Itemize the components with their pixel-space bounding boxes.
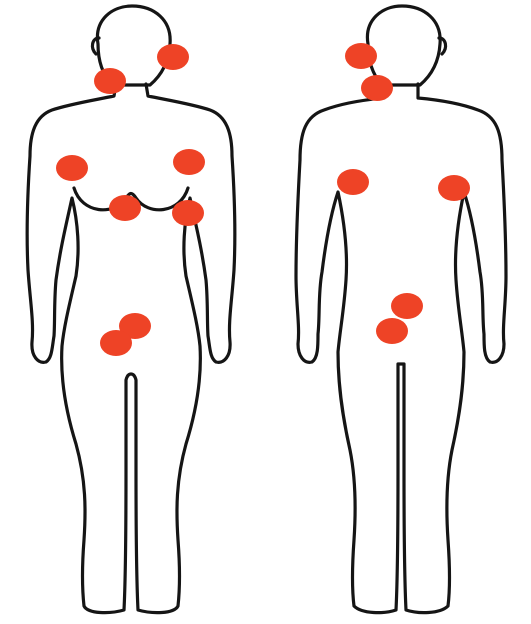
marker (172, 200, 204, 226)
male-body-outline (296, 84, 506, 613)
marker (56, 155, 88, 181)
marker (173, 149, 205, 175)
marker (157, 44, 189, 70)
marker (100, 330, 132, 356)
marker (337, 169, 369, 195)
female-figure (27, 6, 235, 613)
marker (376, 318, 408, 344)
marker (345, 43, 377, 69)
male-figure (296, 6, 506, 613)
marker (438, 175, 470, 201)
marker (109, 195, 141, 221)
marker (391, 293, 423, 319)
male-head-outline (367, 6, 440, 85)
marker (361, 75, 393, 101)
marker (94, 68, 126, 94)
